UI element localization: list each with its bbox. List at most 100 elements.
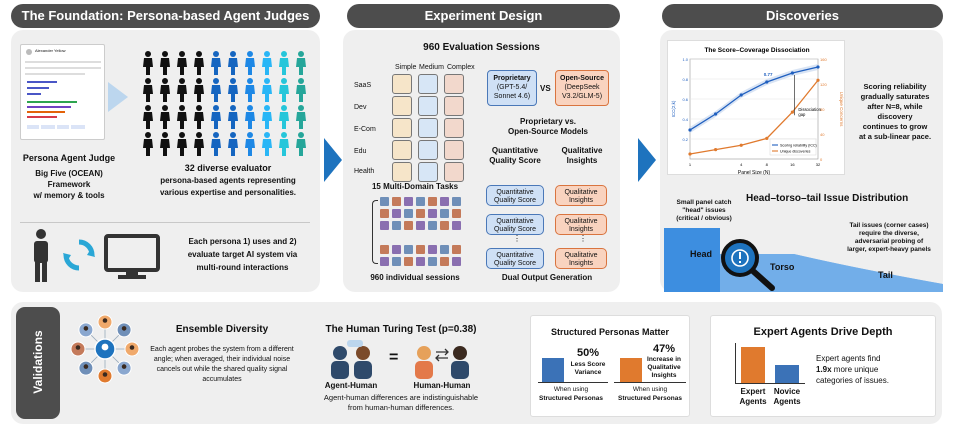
- tail-note-1: Tail issues (corner cases): [849, 222, 929, 229]
- flow-arrow-icon: [638, 138, 656, 182]
- when-using-2: When using: [632, 386, 668, 393]
- opensource-box: Open-Source (DeepSeek V3.2/GLM-5): [555, 70, 609, 106]
- session-cube: [428, 257, 437, 266]
- reliability-line-1: Scoring reliability: [863, 82, 927, 91]
- persona-figure-icon: [160, 132, 170, 156]
- compare-line-1: Proprietary vs.: [519, 117, 577, 126]
- quant-box-line-1: Quantitative: [496, 252, 534, 259]
- reliability-band: [690, 64, 818, 133]
- task-cell: [418, 74, 438, 94]
- series-point: [714, 148, 718, 152]
- proprietary-line-2: (GPT-5.4/: [496, 84, 528, 91]
- domain-edu: Edu: [354, 148, 367, 155]
- persona-figure-icon: [177, 105, 187, 129]
- persona-figure-icon: [194, 51, 204, 75]
- y2-tick-label: 160: [820, 57, 827, 62]
- session-cube: [392, 245, 401, 254]
- persona-figure-icon: [262, 105, 272, 129]
- structured-base-1: [538, 382, 608, 383]
- ensemble-line-4: accumulates: [202, 376, 242, 383]
- loop-line-2: evaluate target AI system via: [187, 250, 298, 259]
- series-line: [689, 66, 819, 131]
- persona-figure-icon: [143, 51, 153, 75]
- task-cell: [392, 140, 412, 160]
- persona-figure-icon: [245, 51, 255, 75]
- quant-title-1: Quantitative: [491, 146, 539, 155]
- task-cell: [444, 118, 464, 138]
- tail-label: Tail: [878, 270, 893, 280]
- persona-figure-icon: [177, 51, 187, 75]
- y2-tick-label: 0: [820, 157, 823, 162]
- persona-figure-icon: [194, 78, 204, 102]
- opensource-line-1: Open-Source: [560, 75, 604, 82]
- session-cube: [380, 209, 389, 218]
- person-icon: [34, 229, 48, 282]
- session-cube: [428, 209, 437, 218]
- reliability-line-6: at a sub-linear pace.: [858, 132, 932, 141]
- series-point: [688, 152, 692, 156]
- task-cell: [418, 118, 438, 138]
- x-tick-label: 4: [740, 162, 743, 167]
- expert-after: more unique: [831, 365, 879, 374]
- chart-legend: [769, 138, 817, 156]
- persona-figure-icon: [228, 78, 238, 102]
- complexity-medium: Medium: [419, 64, 444, 71]
- persona-figure-icon: [296, 132, 306, 156]
- session-cube: [416, 257, 425, 266]
- y-tick-label: 0.4: [682, 117, 688, 122]
- session-cube: [416, 209, 425, 218]
- reliability-line-4: discovery: [877, 112, 913, 121]
- quant-box-line-2: Quality Score: [493, 226, 537, 233]
- persona-figure-icon: [279, 105, 289, 129]
- task-cell: [418, 96, 438, 116]
- expert-axis: [735, 343, 736, 384]
- session-cube: [428, 245, 437, 254]
- domain-ecom: E-Com: [354, 126, 376, 133]
- session-cube: [404, 221, 413, 230]
- network-node-head: [83, 326, 89, 331]
- task-cell: [418, 140, 438, 160]
- session-cube: [440, 209, 449, 218]
- loop-line-1: Each persona 1) uses and 2): [188, 237, 297, 246]
- persona-figure-icon: [228, 132, 238, 156]
- session-cube: [440, 257, 449, 266]
- series-point: [765, 136, 769, 140]
- score-coverage-chart: The Score–Coverage Dissociation0.20.40.6…: [671, 47, 844, 176]
- proprietary-line-3: Sonnet 4.6): [493, 93, 531, 100]
- series-point: [790, 110, 794, 114]
- judge-line-2: Framework: [47, 180, 91, 189]
- tail-note-2: require the diverse,: [859, 230, 919, 237]
- domain-saas: SaaS: [354, 82, 372, 89]
- annotation-077: 0.77: [764, 72, 773, 77]
- turing-line-2: from human-human differences.: [347, 403, 455, 412]
- sessions-title: 960 Evaluation Sessions: [423, 42, 540, 53]
- persona-figure-icon: [296, 51, 306, 75]
- persona-figure-icon: [143, 132, 153, 156]
- structured-personas-1: Structured Personas: [539, 395, 603, 402]
- head-note-1: Small panel catch: [676, 199, 732, 206]
- session-cube: [428, 221, 437, 230]
- series-point: [816, 65, 820, 69]
- stat2-line-2: Qualitative: [647, 364, 681, 371]
- judge-title: Persona Agent Judge: [22, 153, 116, 163]
- task-grid: Simple Medium Complex SaaS Dev E-Com Edu…: [350, 60, 480, 182]
- network-node-head: [121, 364, 127, 369]
- task-cell: [418, 162, 438, 182]
- y2-tick-label: 80: [820, 107, 825, 112]
- qual-box-line-1: Qualitative: [564, 218, 598, 225]
- stat1-value: 50%: [576, 347, 600, 359]
- session-cube: [404, 197, 413, 206]
- reliability-text: Scoring reliability gradually saturates …: [847, 82, 943, 142]
- y-tick-label: 1.0: [682, 57, 688, 62]
- expert-highlight: 1.9x: [816, 365, 832, 374]
- persona-figure-icon: [228, 51, 238, 75]
- stat2-line-3: Insights: [651, 372, 677, 379]
- complexity-simple: Simple: [395, 64, 417, 71]
- network-node-head: [121, 326, 127, 331]
- task-cell: [392, 74, 412, 94]
- persona-figure-icon: [279, 132, 289, 156]
- persona-figure-icon: [194, 105, 204, 129]
- task-cell: [444, 162, 464, 182]
- judge-line-3: w/ memory & tools: [33, 191, 105, 200]
